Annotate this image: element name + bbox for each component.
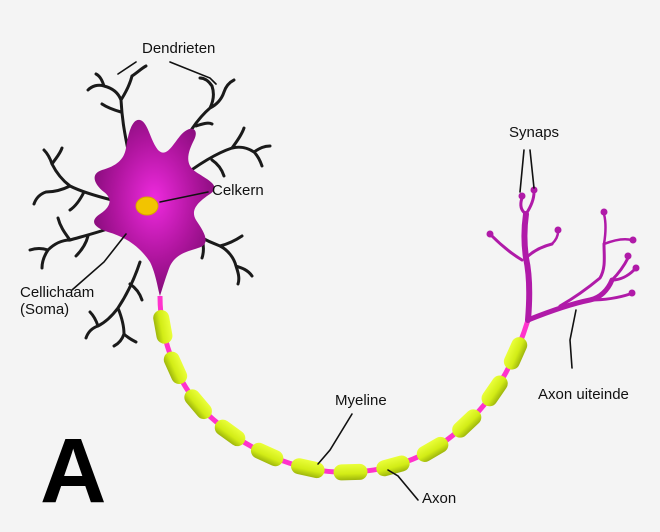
axon-terminal	[492, 192, 634, 320]
myelin-segment	[501, 335, 529, 373]
label-dendrites: Dendrieten	[142, 40, 215, 57]
myelin-segment	[248, 440, 286, 469]
label-axon-terminal: Axon uiteinde	[538, 386, 629, 403]
label-axon: Axon	[422, 490, 456, 507]
nucleus	[136, 197, 158, 215]
label-synapse: Synaps	[509, 124, 559, 141]
panel-letter: A	[40, 425, 106, 517]
label-leader-lines	[72, 62, 576, 500]
axon-node-line	[160, 296, 528, 472]
myelin-segment	[152, 309, 174, 345]
myelin-segment	[333, 464, 367, 481]
myelin-segment	[161, 349, 190, 387]
label-cell-body: Cellichaam (Soma)	[20, 284, 94, 319]
label-nucleus: Celkern	[212, 182, 264, 199]
label-myelin: Myeline	[335, 392, 387, 409]
label-cell-body-line2: (Soma)	[20, 301, 94, 318]
label-cell-body-line1: Cellichaam	[20, 284, 94, 301]
myelin-segment	[374, 454, 411, 478]
